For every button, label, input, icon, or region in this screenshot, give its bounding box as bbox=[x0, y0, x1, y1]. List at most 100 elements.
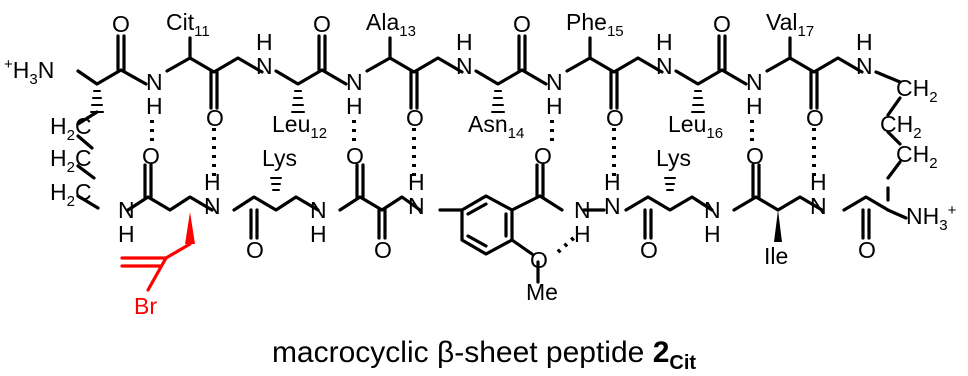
oxygen-label: O bbox=[606, 105, 624, 131]
h2c-label: H2C bbox=[50, 179, 92, 210]
hydrogen-label: H bbox=[810, 169, 827, 195]
residue-label-cit11: Cit11 bbox=[166, 9, 210, 40]
bond bbox=[565, 56, 664, 74]
n-terminus-label: +H3N bbox=[4, 56, 54, 88]
residue-label-asn14: Asn14 bbox=[468, 111, 524, 142]
bond bbox=[76, 194, 100, 210]
oxygen-label: O bbox=[513, 11, 531, 37]
bond bbox=[886, 208, 908, 220]
hydrogen-bonds bbox=[150, 120, 816, 254]
ch2-label: CH2 bbox=[896, 75, 938, 106]
ch2-label: CH2 bbox=[880, 111, 922, 142]
oxygen-label: O bbox=[374, 237, 392, 263]
bond bbox=[886, 160, 902, 180]
bond-red bbox=[164, 242, 192, 260]
hashed-bond bbox=[270, 177, 282, 191]
nitrogen-label: N bbox=[810, 193, 827, 219]
residue-label-val17: Val17 bbox=[766, 9, 814, 40]
bond-red bbox=[146, 256, 168, 292]
bond bbox=[232, 195, 320, 212]
hydrogen-label: H bbox=[704, 221, 721, 247]
oxygen-label: O bbox=[246, 237, 264, 263]
top-strand-bonds bbox=[76, 34, 902, 113]
oxygen-label: O bbox=[713, 11, 731, 37]
hydrogen-label: H bbox=[546, 93, 563, 119]
bond bbox=[510, 238, 534, 256]
bond bbox=[165, 56, 264, 74]
caption-text: macrocyclic β-sheet peptide bbox=[272, 336, 653, 369]
oxygen-label: O bbox=[346, 143, 364, 169]
residue-label-ile: Ile bbox=[764, 243, 788, 269]
wedge-bond bbox=[774, 210, 782, 242]
bond bbox=[674, 68, 748, 86]
residue-label-lys: Lys bbox=[262, 145, 297, 171]
bond bbox=[76, 164, 96, 180]
nitrogen-label: N bbox=[604, 193, 621, 219]
nitrogen-label: N bbox=[574, 197, 591, 223]
hashed-bond bbox=[691, 90, 705, 113]
residue-label-leu12: Leu12 bbox=[272, 111, 327, 142]
residue-label-leu16: Leu16 bbox=[668, 111, 723, 142]
bond bbox=[765, 56, 864, 74]
bond bbox=[338, 195, 422, 212]
nitrogen-label: N bbox=[546, 69, 563, 95]
nitrogen-label: N bbox=[310, 197, 327, 223]
atom-labels: +H3N O O O O N H N H N H N H H N H N H N… bbox=[4, 9, 957, 319]
ch2-label: CH2 bbox=[896, 141, 938, 172]
oxygen-label: O bbox=[313, 11, 331, 37]
wedge-bond-red bbox=[185, 212, 195, 244]
nitrogen-label: N bbox=[146, 69, 163, 95]
methyl-label: Me bbox=[526, 279, 558, 305]
bond bbox=[886, 130, 902, 146]
hydrogen-label: H bbox=[146, 93, 163, 119]
bottom-strand-bonds bbox=[126, 163, 908, 284]
oxygen-label: O bbox=[142, 143, 160, 169]
bromine-label: Br bbox=[134, 293, 157, 319]
bond bbox=[365, 56, 464, 74]
nitrogen-label: N bbox=[746, 69, 763, 95]
hashed-bond bbox=[291, 90, 305, 113]
nitrogen-label: N bbox=[346, 69, 363, 95]
nitrogen-label: N bbox=[118, 197, 135, 223]
hydrogen-label: H bbox=[118, 221, 135, 247]
h2c-label: H2C bbox=[50, 113, 92, 144]
bond bbox=[732, 195, 824, 212]
compound-subscript: Cit bbox=[669, 352, 696, 374]
oxygen-label: O bbox=[640, 237, 658, 263]
bond bbox=[76, 134, 94, 150]
hydrogen-label: H bbox=[856, 29, 873, 55]
oxygen-label: O bbox=[112, 11, 130, 37]
bond bbox=[842, 195, 890, 212]
bond bbox=[538, 194, 564, 212]
compound-number: 2 bbox=[653, 336, 670, 369]
hydrogen-label: H bbox=[408, 169, 425, 195]
hydrogen-label: H bbox=[604, 169, 621, 195]
bond bbox=[76, 110, 99, 126]
residue-label-lys: Lys bbox=[656, 145, 691, 171]
nitrogen-label: N bbox=[456, 53, 473, 79]
bond-aromatic bbox=[466, 202, 488, 216]
hydrogen-label: H bbox=[746, 93, 763, 119]
nitrogen-label: N bbox=[856, 53, 873, 79]
bond bbox=[874, 70, 902, 84]
hydrogen-label: H bbox=[456, 29, 473, 55]
residue-label-ala13: Ala13 bbox=[366, 9, 416, 40]
oxygen-label: O bbox=[206, 105, 224, 131]
bromoallyl-side-chain bbox=[120, 212, 195, 292]
bond bbox=[274, 68, 348, 86]
hashed-bond bbox=[491, 90, 505, 113]
hydrogen-label: H bbox=[204, 169, 221, 195]
bond bbox=[126, 195, 214, 212]
oxygen-label: O bbox=[530, 247, 548, 273]
hydrogen-label: H bbox=[256, 29, 273, 55]
bond bbox=[624, 195, 714, 212]
hydrogen-label: H bbox=[310, 221, 327, 247]
bond bbox=[510, 194, 542, 212]
linker-chains bbox=[76, 96, 902, 210]
c-terminus-label: NH3+ bbox=[906, 202, 957, 234]
nitrogen-label: N bbox=[204, 193, 221, 219]
oxygen-label: O bbox=[534, 143, 552, 169]
hashed-bond bbox=[664, 177, 676, 191]
